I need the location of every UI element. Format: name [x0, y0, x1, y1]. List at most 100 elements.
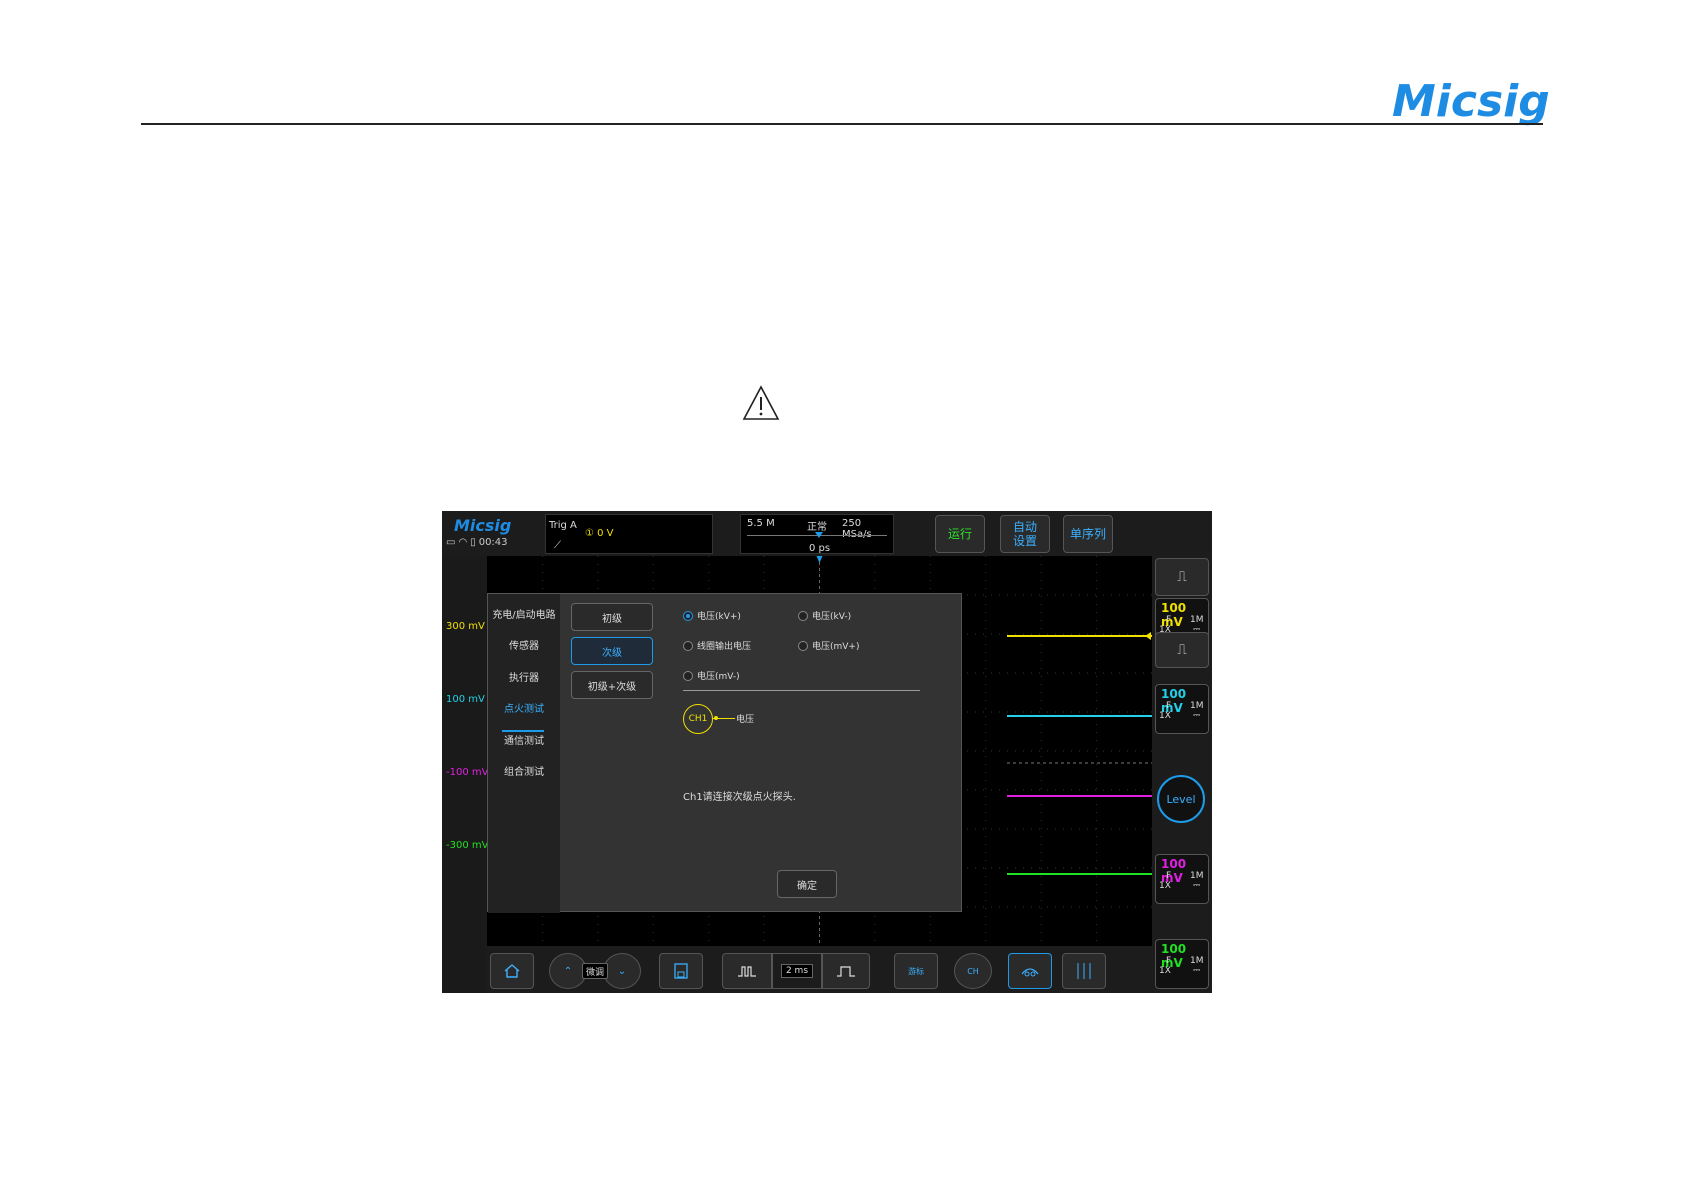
menu-active-indicator	[502, 730, 544, 732]
trigger-level: ① 0 V	[585, 528, 614, 539]
display-icon: ▭	[446, 537, 456, 548]
radio-label: 电压(kV+)	[697, 612, 741, 622]
timebase-wider-button[interactable]	[722, 953, 772, 989]
run-button[interactable]: 运行	[935, 515, 985, 553]
y-label-ch3: -100 mV	[446, 767, 489, 778]
single-sequence-button[interactable]: 单序列	[1063, 515, 1113, 553]
chevron-down-icon: ⌄	[617, 965, 627, 977]
sample-rate: 250 MSa/s	[842, 518, 872, 540]
ch2-coupling: F	[1166, 701, 1172, 711]
ok-button[interactable]: 确定	[777, 870, 837, 898]
ch1-impedance: 1M	[1190, 615, 1204, 625]
trigger-time-marker	[816, 556, 823, 563]
radio-unchecked-icon	[798, 640, 808, 651]
radio-unchecked-icon	[798, 610, 808, 621]
channel-4-box[interactable]: 100 mV F 1M 1X ⎓	[1155, 939, 1209, 989]
measure-button[interactable]	[1062, 953, 1106, 989]
menu-item-ignition[interactable]: 点火测试	[504, 704, 544, 715]
trigger-level-button[interactable]: Level	[1157, 775, 1205, 823]
save-button[interactable]	[659, 953, 703, 989]
menu-item-sensor[interactable]: 传感器	[509, 641, 539, 652]
ch1-probe: 1X	[1159, 625, 1171, 635]
warning-triangle-icon	[742, 385, 780, 420]
menu-item-actuator[interactable]: 执行器	[509, 673, 539, 684]
ch1-badge: CH1	[683, 704, 713, 734]
ch3-dc-icon: ⎓	[1193, 881, 1201, 891]
radio-coil-output[interactable]: 线圈输出电压	[683, 639, 751, 652]
cursor-button[interactable]: 游标	[894, 953, 938, 989]
channel-2-box[interactable]: 100 mV F 1M 1X ⎓	[1155, 684, 1209, 734]
ch1-scale: 100 mV	[1161, 601, 1187, 629]
trigger-edge-button[interactable]: ⎍	[1155, 558, 1209, 596]
menu-item-charging[interactable]: 充电/启动电路	[492, 610, 556, 621]
radio-voltage-kv-minus[interactable]: 电压(kV-)	[798, 609, 851, 622]
channel-button[interactable]: CH	[954, 953, 992, 989]
dialog-separator	[683, 690, 920, 691]
trigger-slope-icon: ⟋	[554, 540, 561, 551]
trigger-type-button[interactable]: ⎍	[1155, 632, 1209, 668]
primary-button[interactable]: 初级	[571, 603, 653, 631]
y-label-ch1: 300 mV	[446, 621, 485, 632]
primary-secondary-button[interactable]: 初级+次级	[571, 671, 653, 699]
pulse-narrow-icon	[837, 966, 855, 977]
ch3-coupling: F	[1166, 871, 1172, 881]
menu-item-combined[interactable]: 组合测试	[504, 767, 544, 778]
clock-time: 00:43	[478, 537, 508, 548]
timebase-narrower-button[interactable]	[822, 953, 870, 989]
memory-depth: 5.5 M	[747, 518, 775, 529]
trigger-position-marker	[815, 532, 823, 538]
ch4-dc-icon: ⎓	[1193, 966, 1201, 976]
menu-item-communication[interactable]: 通信测试	[504, 736, 544, 747]
fine-adjust-label[interactable]: 微调	[582, 963, 608, 979]
ch3-probe: 1X	[1159, 881, 1171, 891]
ch2-impedance: 1M	[1190, 701, 1204, 711]
acquisition-info[interactable]: 5.5 M 正常 250 MSa/s 0 ps	[740, 514, 894, 554]
home-button[interactable]	[490, 953, 534, 989]
radio-voltage-kv-plus[interactable]: 电压(kV+)	[683, 609, 741, 622]
radio-label: 电压(mV-)	[697, 672, 740, 682]
connection-hint: Ch1请连接次级点火探头.	[683, 792, 796, 803]
oscilloscope-screenshot: Micsig ▭ ◠ ▯ 00:43 Trig A ① 0 V ⟋ 5.5 M …	[442, 511, 1212, 993]
test-category-menu: 充电/启动电路 传感器 执行器 点火测试 通信测试 组合测试	[488, 594, 560, 913]
radio-checked-icon	[683, 610, 693, 621]
channel-3-box[interactable]: 100 mV F 1M 1X ⎓	[1155, 854, 1209, 904]
home-icon	[504, 964, 520, 978]
auto-setup-label-2: 设置	[1012, 534, 1037, 548]
ch1-lead-line	[713, 718, 735, 719]
timebase-display[interactable]: 2 ms	[772, 953, 822, 989]
ch2-scale: 100 mV	[1161, 687, 1187, 715]
radio-voltage-mv-minus[interactable]: 电压(mV-)	[683, 669, 740, 682]
radio-voltage-mv-plus[interactable]: 电压(mV+)	[798, 639, 860, 652]
radio-unchecked-icon	[683, 670, 693, 681]
brand-logo: Micsig	[1392, 76, 1550, 127]
status-icons: ▭ ◠ ▯ 00:43	[446, 537, 508, 548]
y-label-ch4: -300 mV	[446, 840, 489, 851]
secondary-button[interactable]: 次级	[571, 637, 653, 665]
scope-logo: Micsig	[454, 516, 512, 535]
radio-label: 电压(kV-)	[812, 612, 852, 622]
ch4-probe: 1X	[1159, 966, 1171, 976]
chevron-up-icon: ⌃	[563, 965, 573, 977]
ch4-coupling: F	[1166, 956, 1172, 966]
fine-down-button[interactable]: ⌄	[603, 953, 641, 989]
top-bar: Micsig ▭ ◠ ▯ 00:43 Trig A ① 0 V ⟋ 5.5 M …	[442, 511, 1212, 556]
ignition-test-dialog: 充电/启动电路 传感器 执行器 点火测试 通信测试 组合测试 初级 次级 初级+…	[487, 593, 962, 913]
auto-setup-button[interactable]: 自动设置	[1000, 515, 1050, 553]
y-label-ch2: 100 mV	[446, 694, 485, 705]
auto-setup-label-1: 自动	[1012, 520, 1037, 534]
probe-button[interactable]	[1008, 953, 1052, 989]
bottom-toolbar: ⌃ ⌄ 微调 2 ms 游标 CH	[487, 946, 1152, 993]
ch4-impedance: 1M	[1190, 956, 1204, 966]
radio-label: 线圈输出电压	[697, 642, 752, 652]
horizontal-offset: 0 ps	[809, 543, 831, 554]
header-rule	[141, 123, 1543, 125]
ch2-dc-icon: ⎓	[1193, 711, 1201, 721]
trigger-info[interactable]: Trig A ① 0 V ⟋	[545, 514, 713, 554]
ch1-dc-icon: ⎓	[1193, 625, 1201, 635]
probe-icon	[1021, 968, 1039, 977]
trigger-label: Trig A	[549, 520, 577, 531]
battery-icon: ▯	[470, 537, 476, 548]
ch2-probe: 1X	[1159, 711, 1171, 721]
ch1-coupling: F	[1166, 615, 1172, 625]
